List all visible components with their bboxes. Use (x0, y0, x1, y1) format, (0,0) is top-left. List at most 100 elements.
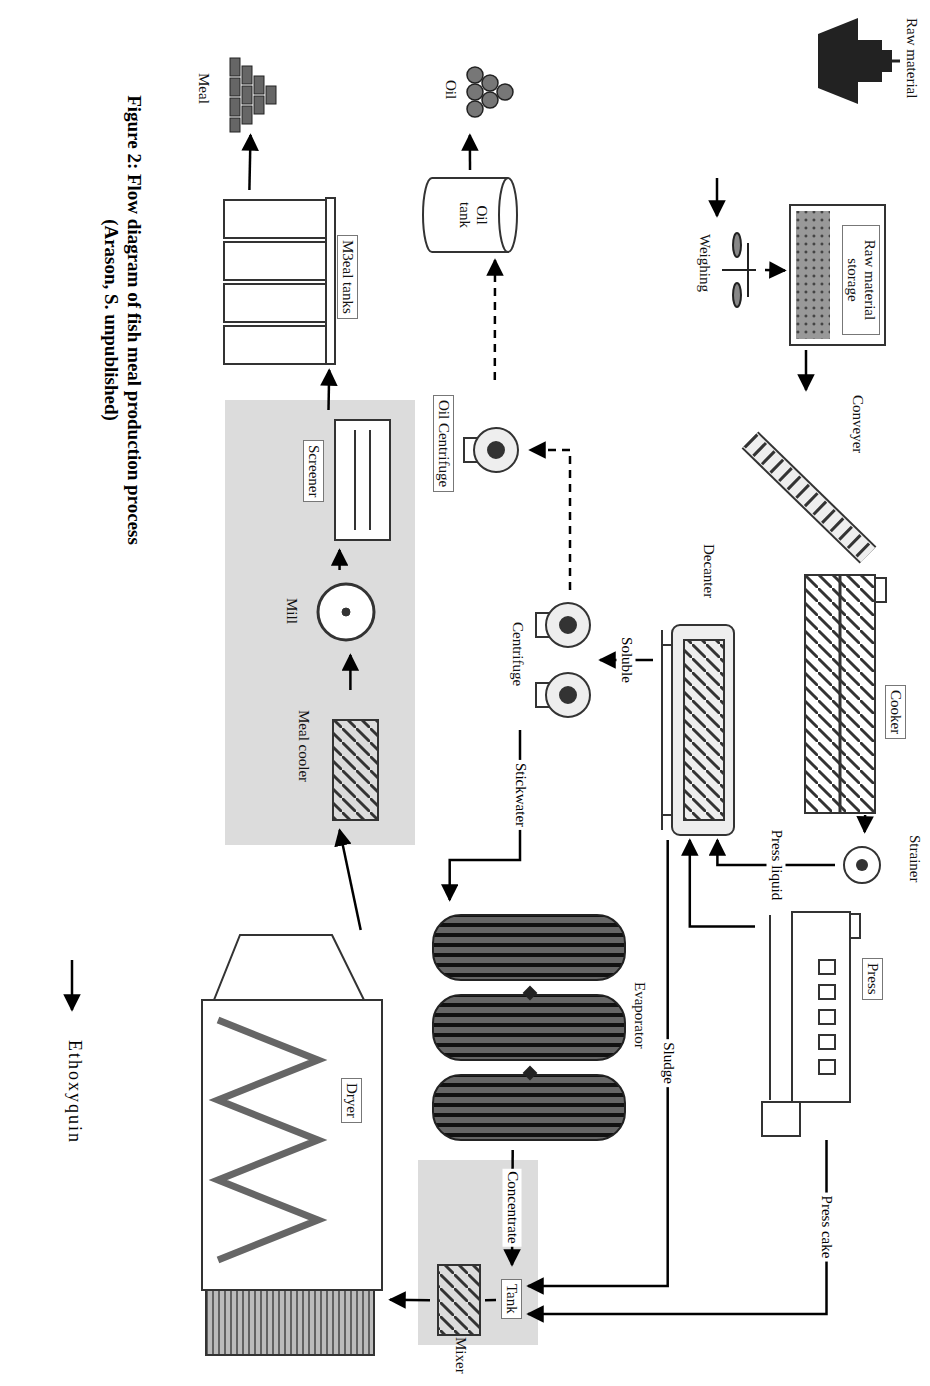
meal-bags (230, 118, 240, 132)
input-arrow (716, 178, 719, 216)
process-unit: Evaporator (425, 900, 650, 1150)
flow-arrow (528, 1140, 827, 1314)
meal-tank-row (224, 198, 335, 364)
press-machine (819, 1035, 835, 1049)
flow-label: Sludge (658, 1039, 677, 1087)
unit-label: Mill (283, 598, 300, 624)
oil-barrels (497, 84, 513, 100)
meal-bags (254, 76, 264, 94)
centrifuge-icons (560, 617, 576, 633)
meal-bags (230, 98, 240, 116)
mill-icon (318, 584, 374, 640)
meal-bags (230, 58, 240, 76)
cooker-drum (805, 575, 875, 813)
unit-label: Cooker (885, 685, 906, 739)
scale-icon (722, 269, 756, 271)
flow-arrow (327, 370, 330, 410)
meal-cooler-screw (333, 720, 378, 820)
grey-shading (225, 400, 415, 845)
evaporator-tubes (433, 915, 625, 980)
mixer-screw (438, 1265, 480, 1335)
flow-arrow (349, 655, 352, 690)
centrifuge-icons (560, 687, 576, 703)
conveyer-screw (750, 440, 868, 555)
dryer-drum (206, 1290, 374, 1355)
decanter-machine (684, 640, 724, 820)
press-machine (769, 915, 771, 1100)
ship-icon (890, 60, 900, 63)
flow-arrow (863, 815, 866, 832)
process-unit: Meal cooler (270, 690, 390, 830)
unit-label: Screener (303, 440, 324, 502)
flow-arrow (528, 840, 668, 1286)
unit-label: Tank (501, 1279, 522, 1319)
unit-label: Evaporator (631, 982, 648, 1049)
oil-barrels (467, 67, 513, 117)
meal-bags (230, 58, 276, 132)
process-unit: Mill (270, 570, 390, 655)
dryer-drum (214, 935, 364, 1000)
flow-arrow (338, 550, 341, 570)
meal-bags (254, 96, 264, 114)
scale-icon (733, 283, 741, 307)
oil-tank-cylinder (423, 178, 517, 252)
oil-barrels (482, 75, 498, 91)
meal-tank-row (224, 284, 326, 322)
dryer-drum (202, 1000, 382, 1290)
oil-flow-arrow (494, 260, 497, 380)
oil-barrels (467, 67, 483, 83)
strainer-icon (844, 847, 880, 883)
dryer-drum (202, 935, 382, 1355)
decanter-machine (662, 644, 672, 646)
meal-tank-row (326, 198, 335, 364)
evaporator-tubes (433, 1075, 625, 1140)
press-machine (819, 1010, 835, 1024)
meal-bags (242, 106, 252, 124)
evaporator-tubes (433, 995, 625, 1060)
meal-bags (266, 86, 276, 104)
flow-arrow (249, 135, 250, 190)
decanter-machine (662, 625, 734, 835)
unit-label: Raw material storage (842, 225, 880, 335)
process-unit: Cooker (795, 570, 908, 815)
flow-arrow (450, 730, 520, 900)
flow-arrow (390, 1299, 430, 1302)
unit-label: M3eal tanks (337, 235, 358, 319)
oil-flow-arrow (530, 450, 570, 590)
conveyer-screw (750, 440, 868, 555)
process-unit: Oil Centrifuge (420, 380, 530, 520)
unit-label: Raw material (903, 18, 920, 98)
flow-arrow (805, 350, 808, 390)
decanter-machine (672, 625, 734, 835)
process-unit: Tank (496, 1265, 528, 1335)
press-machine (850, 914, 860, 938)
storage-bin (796, 211, 830, 339)
process-unit: Screener (290, 410, 400, 550)
mill-icon (342, 608, 350, 616)
strainer-icon (844, 847, 880, 883)
figure-caption: Figure 2: Flow diagram of fish meal prod… (100, 60, 146, 580)
process-unit: M3eal tanks (220, 190, 360, 370)
ship-icon (818, 18, 858, 104)
ship-icon (858, 40, 882, 82)
cooker-drum (839, 575, 842, 813)
cooker-drum (805, 575, 886, 813)
process-unit: Press (755, 908, 885, 1140)
unit-label: Dryer (341, 1078, 362, 1123)
flow-label: Stickwater (511, 760, 530, 830)
unit-label: Weighing (696, 234, 713, 292)
oil-barrels (467, 84, 483, 100)
unit-label: Decanter (700, 544, 717, 598)
scale-icon (722, 233, 756, 307)
decanter-machine (661, 630, 663, 830)
oil-barrels (482, 92, 498, 108)
oil-barrels (467, 101, 483, 117)
process-unit: Weighing (675, 220, 765, 320)
flow-arrow (485, 1299, 496, 1302)
meal-tank-row (224, 242, 326, 280)
meal-tank-row (224, 326, 326, 364)
strainer-icon (856, 859, 868, 871)
grey-shading (418, 1160, 538, 1345)
centrifuge-icons (488, 442, 504, 458)
